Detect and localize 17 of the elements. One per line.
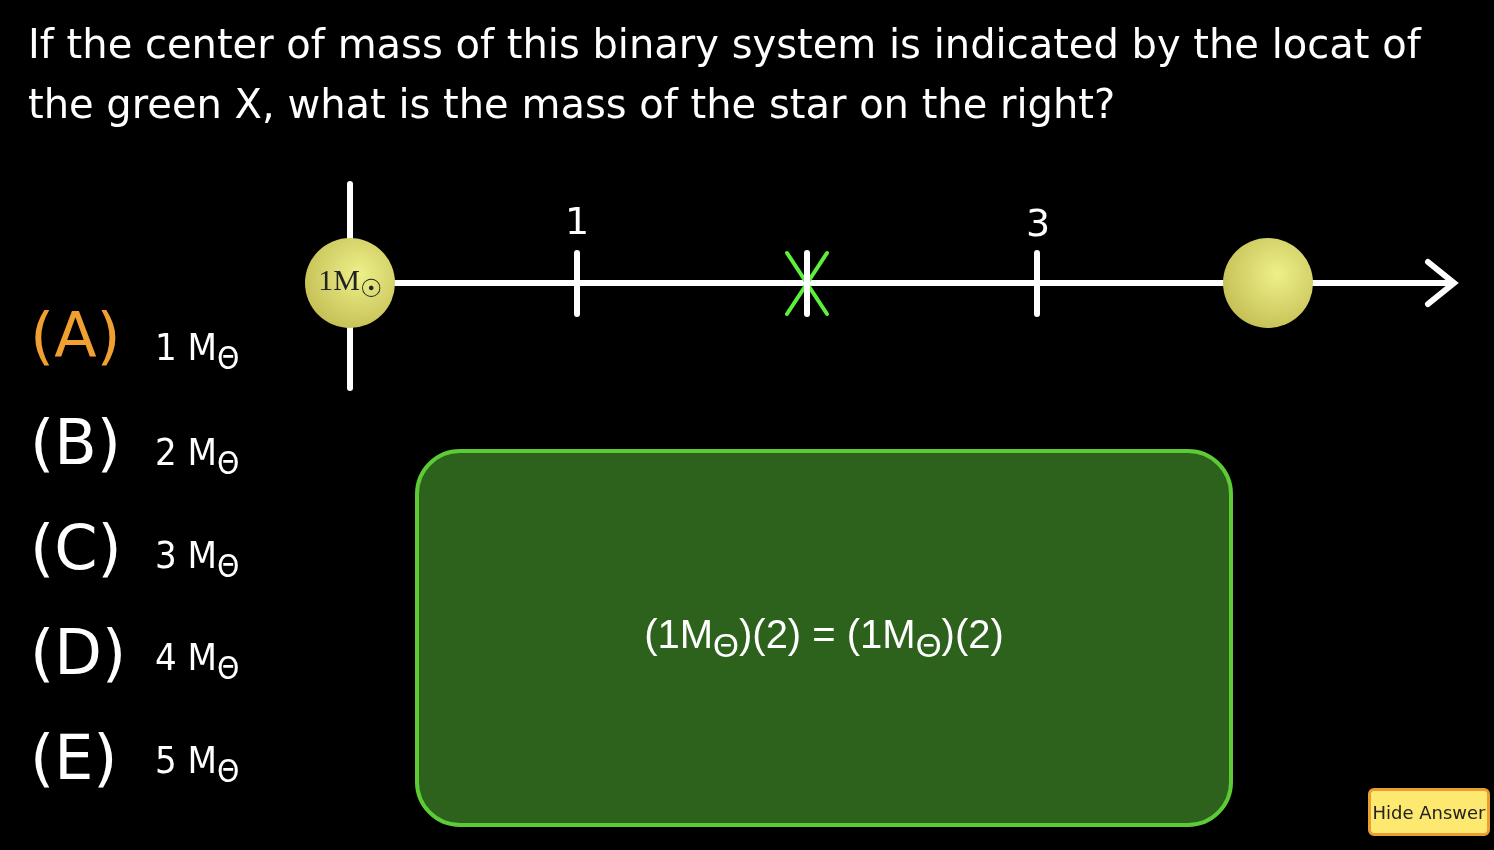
answer-letter: (B) <box>30 412 121 474</box>
question-text: If the center of mass of this binary system is indicated by the locat of the green X, what is the mass of the star on the right? <box>28 20 1423 129</box>
answer-value: 4 M$_{Θ}$ <box>155 638 240 685</box>
answer-letter: (A) <box>30 305 121 367</box>
answer-value: 2 M$_{Θ}$ <box>155 433 240 480</box>
answer-value: 1 M$_{Θ}$ <box>155 328 240 375</box>
answer-letter: (E) <box>30 727 118 789</box>
answer-value: 3 M$_{Θ}$ <box>155 536 240 583</box>
answer-value: 5 M$_{Θ}$ <box>155 741 240 788</box>
answer-panel <box>415 449 1233 827</box>
equation-text: (1M$_{Θ}$)(2) = (1M$_{Θ}$)(2) <box>644 611 1004 665</box>
answer-letter: (C) <box>30 517 122 579</box>
tick-label: 3 <box>1025 204 1051 242</box>
answer-letter: (D) <box>30 622 127 684</box>
hide-answer-button: Hide Answer <box>1368 788 1490 836</box>
star-label: 1M$_{☉}$ <box>318 263 382 303</box>
tick-label: 1 <box>564 202 590 240</box>
